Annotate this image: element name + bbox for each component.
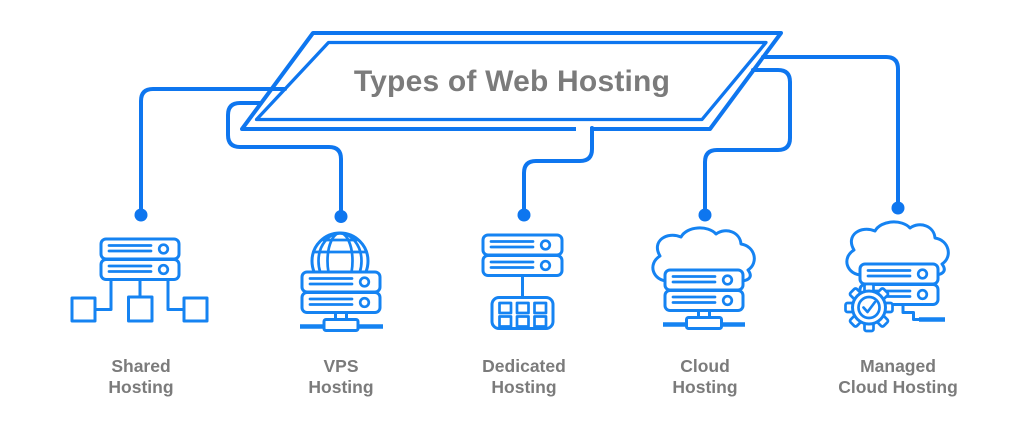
hosting-label-cloud-line1: Cloud <box>680 356 730 376</box>
hosting-label-dedicated: Dedicated Hosting <box>439 356 609 398</box>
vps-server-globe-icon <box>300 231 383 332</box>
dedicated-server-rack-icon <box>481 233 564 330</box>
hosting-label-vps-line1: VPS <box>323 356 359 376</box>
hosting-label-cloud-line2: Hosting <box>672 377 738 397</box>
shared-server-network-icon <box>70 237 209 323</box>
managed-cloud-server-gear-icon <box>844 220 950 333</box>
connector-dot-cloud <box>698 208 712 222</box>
checkmark-icon <box>862 300 877 314</box>
hosting-label-dedicated-line1: Dedicated <box>482 356 566 376</box>
hosting-label-cloud: Cloud Hosting <box>620 356 790 398</box>
hosting-label-shared: Shared Hosting <box>56 356 226 398</box>
gear-check-icon <box>844 282 894 333</box>
cloud-server-icon <box>651 226 756 330</box>
hosting-label-managed-line1: Managed <box>860 356 936 376</box>
connector-dot-dedicated <box>517 208 531 222</box>
connector-dot-vps <box>334 210 348 223</box>
connector-shared <box>134 87 287 222</box>
connector-vps <box>226 101 348 223</box>
connector-dedicated <box>517 126 594 222</box>
connector-dot-shared <box>134 208 148 222</box>
hosting-label-managed-line2: Cloud Hosting <box>838 377 958 397</box>
hosting-label-shared-line1: Shared <box>111 356 171 376</box>
hosting-label-dedicated-line2: Hosting <box>491 377 557 397</box>
hosting-label-shared-line2: Hosting <box>108 377 174 397</box>
title-banner-outline <box>240 31 783 134</box>
hosting-label-managed: Managed Cloud Hosting <box>813 356 983 398</box>
connector-cloud <box>698 68 792 222</box>
diagram-title: Types of Web Hosting <box>353 65 671 98</box>
connector-dot-managed <box>891 201 905 215</box>
hosting-label-vps: VPS Hosting <box>256 356 426 398</box>
connector-managed <box>761 55 905 215</box>
hosting-label-vps-line2: Hosting <box>308 377 374 397</box>
